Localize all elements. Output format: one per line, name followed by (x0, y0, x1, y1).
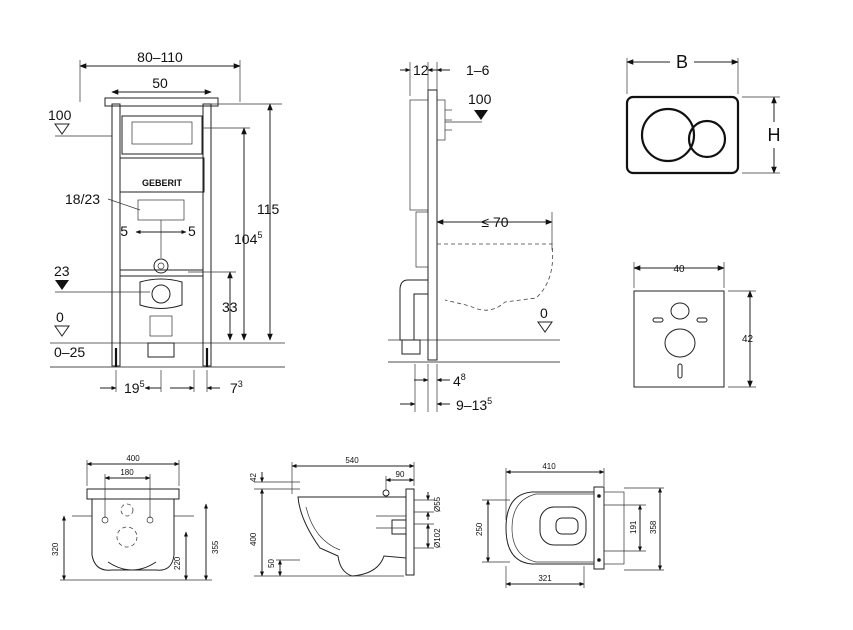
side-floor-label: 0 (540, 305, 548, 321)
inlet-level-label: 23 (54, 263, 70, 279)
plate-height-label: H (768, 125, 781, 145)
foot-right-label: 73 (230, 379, 243, 396)
floor-level-label: 0 (56, 309, 64, 325)
top-length-label: 410 (542, 462, 556, 471)
bowl-side-view: 540 90 42 400 50 Ø55 Ø102 (249, 456, 442, 577)
bowl-front-width-label: 400 (126, 454, 140, 463)
bowl-height-right-label: 355 (211, 540, 220, 554)
offset-right-label: 5 (188, 223, 196, 239)
foot-left-label: 195 (124, 379, 145, 396)
base-a-label: 48 (453, 372, 466, 389)
cover-width-label: 40 (673, 264, 685, 275)
top-depth-label: 321 (538, 574, 552, 583)
adjust-range-label: 0–25 (54, 344, 85, 360)
bowl-bottom-label: 50 (267, 559, 276, 568)
top-outer-width-label: 358 (649, 520, 658, 534)
offset-left-label: 5 (120, 223, 128, 239)
hole-spacing-label: 180 (120, 468, 134, 477)
height-frame-label: 1045 (234, 230, 262, 247)
plate-width-label: B (676, 52, 688, 72)
bowl-top-label: 42 (249, 473, 258, 482)
frame-front-view: GEBERIT 80–110 50 100 18/23 5 (48, 49, 285, 396)
cover-height-label: 42 (742, 334, 754, 345)
top-inner-width-label: 191 (629, 520, 638, 534)
bowl-side-height-label: 400 (249, 532, 258, 546)
pipe-large-label: Ø102 (433, 528, 442, 548)
flush-width-label: 18/23 (65, 191, 100, 207)
depth-top-label: 12 (413, 62, 429, 78)
bowl-top-view: 410 250 321 191 358 (475, 462, 664, 588)
bowl-length-label: 540 (345, 456, 359, 465)
frame-side-view: 12 1–6 100 ≤ 70 0 48 9–135 (388, 62, 560, 413)
top-width-label: 250 (475, 522, 484, 536)
bowl-height-left-label: 320 (51, 542, 60, 556)
base-b-label: 9–135 (456, 396, 492, 413)
inner-width-label: 50 (152, 75, 168, 91)
depth-range-label: 1–6 (466, 62, 490, 78)
projection-label: ≤ 70 (481, 214, 508, 230)
cover-plate: 40 42 (633, 262, 756, 388)
height-total-label: 115 (257, 201, 280, 217)
side-top-level-label: 100 (468, 91, 492, 107)
brand-logo: GEBERIT (142, 178, 183, 188)
top-level-label: 100 (48, 107, 72, 123)
bowl-height-inner-label: 220 (173, 556, 182, 570)
pipe-small-label: Ø55 (433, 496, 442, 512)
width-range-label: 80–110 (137, 49, 183, 65)
bowl-front-view: 400 180 320 355 220 (51, 454, 220, 581)
flush-plate: B H (625, 52, 781, 175)
bowl-rear-label: 90 (396, 470, 405, 479)
drain-height-label: 33 (222, 299, 238, 315)
